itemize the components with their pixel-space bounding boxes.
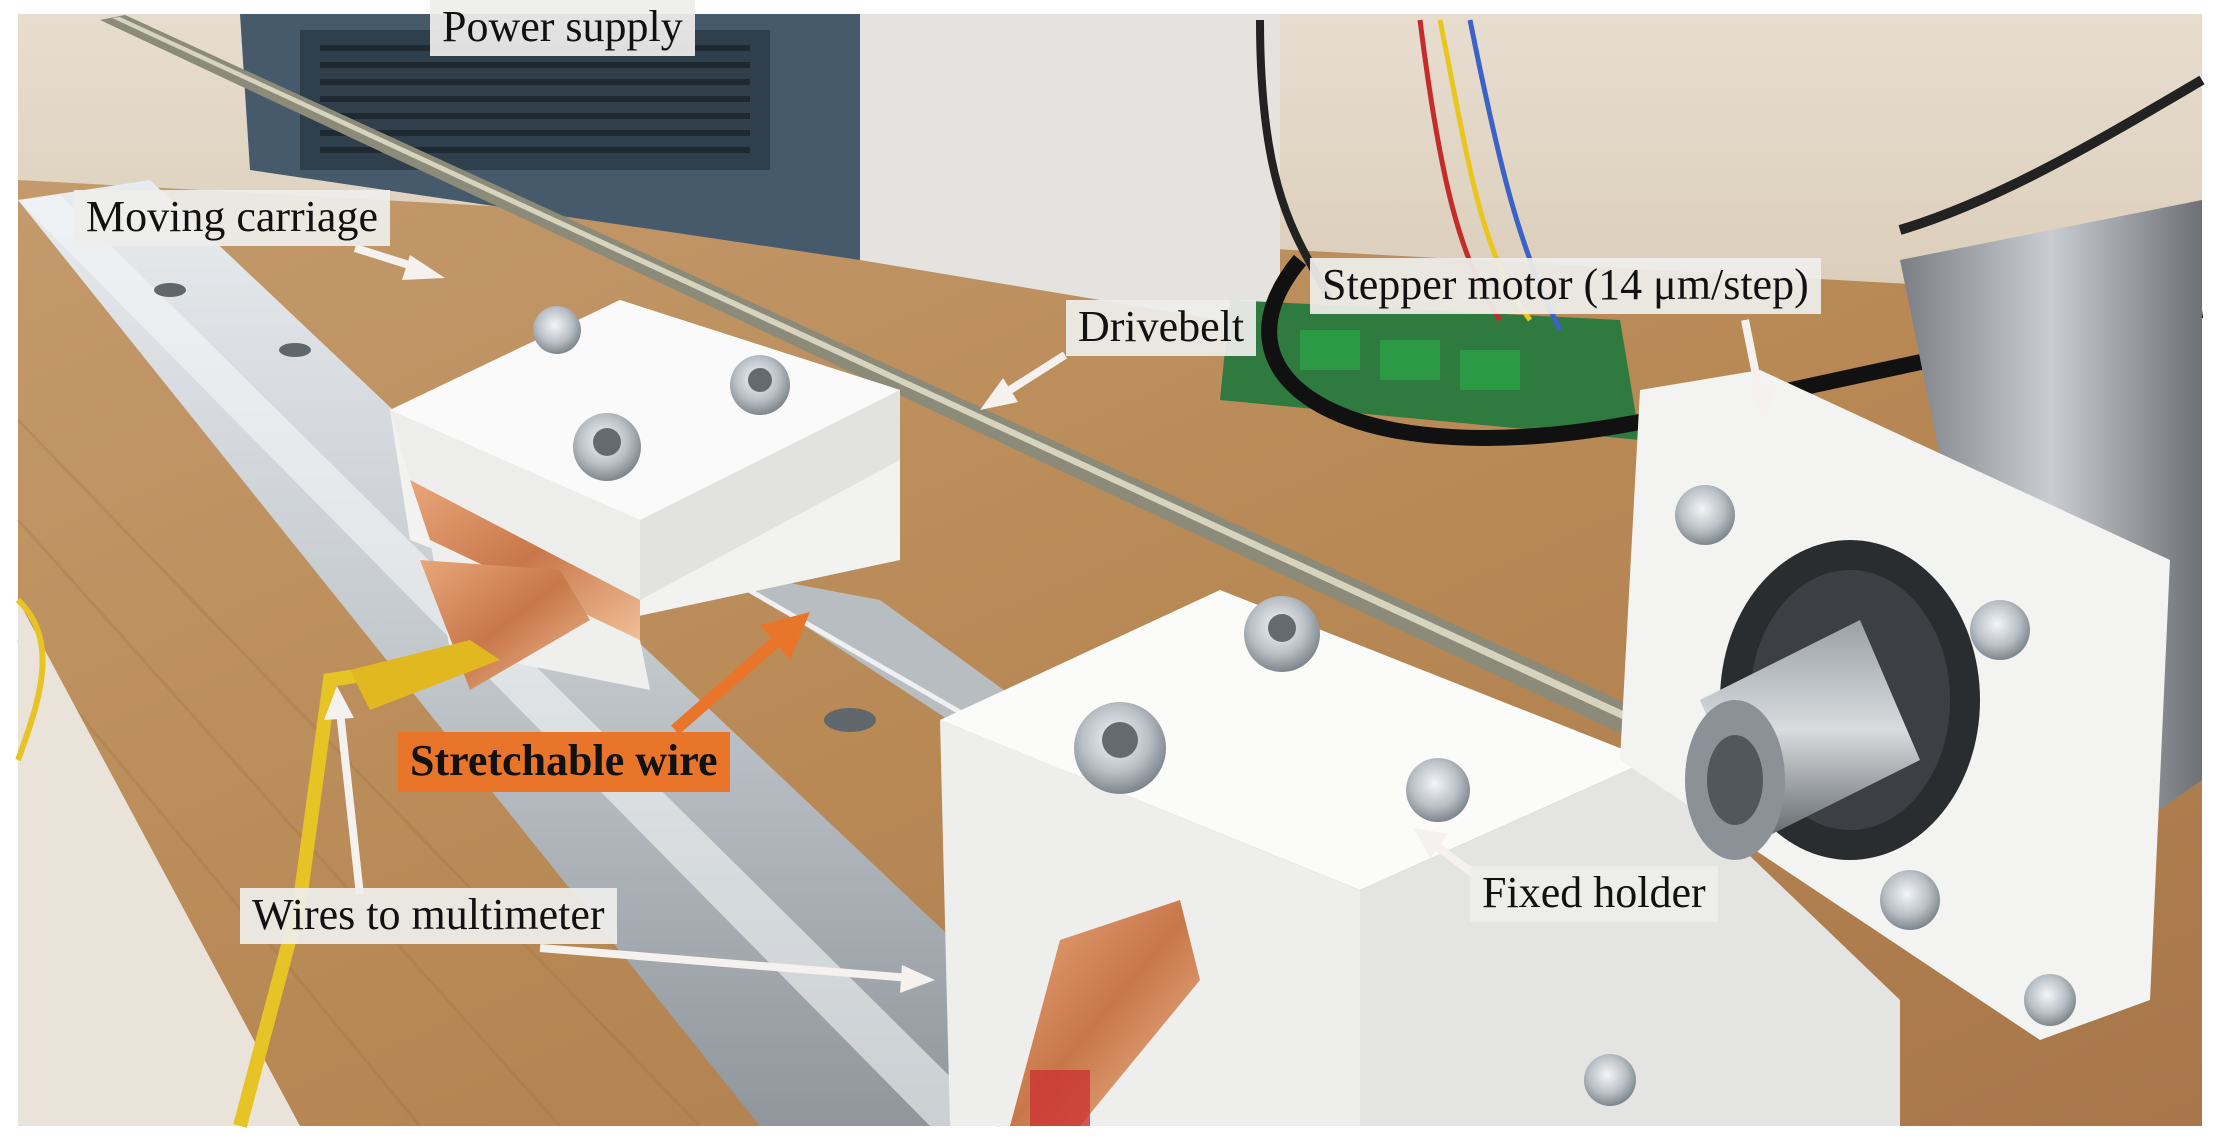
drivebelt-arrow <box>980 351 1068 410</box>
annotation-arrows <box>324 244 1776 993</box>
label-drivebelt: Drivebelt <box>1066 300 1257 356</box>
multimeter-wire-arrow-2 <box>539 944 935 993</box>
multimeter-wire-arrow-1 <box>324 686 364 896</box>
label-fixed-holder: Fixed holder <box>1470 866 1718 922</box>
photo <box>15 14 2205 1128</box>
label-moving-carriage: Moving carriage <box>74 190 390 246</box>
drivebelt <box>100 15 1750 780</box>
moving-carriage-arrow <box>353 244 445 280</box>
white-bench <box>18 600 300 1126</box>
moving-carriage <box>390 300 900 690</box>
stepper-motor-assembly <box>1620 200 2202 1040</box>
left-copper-clip <box>15 560 590 1128</box>
label-wires-to-multimeter: Wires to multimeter <box>240 888 617 944</box>
label-stretchable-wire: Stretchable wire <box>398 732 730 792</box>
stepper-motor-arrow <box>1741 319 1776 420</box>
right-copper-clip <box>1010 900 1200 1126</box>
stretchable-wire-arrow <box>671 612 810 735</box>
label-stepper-motor: Stepper motor (14 μm/step) <box>1310 258 1821 314</box>
fixed-holder-arrow <box>1414 828 1478 879</box>
label-power-supply: Power supply <box>430 0 695 56</box>
